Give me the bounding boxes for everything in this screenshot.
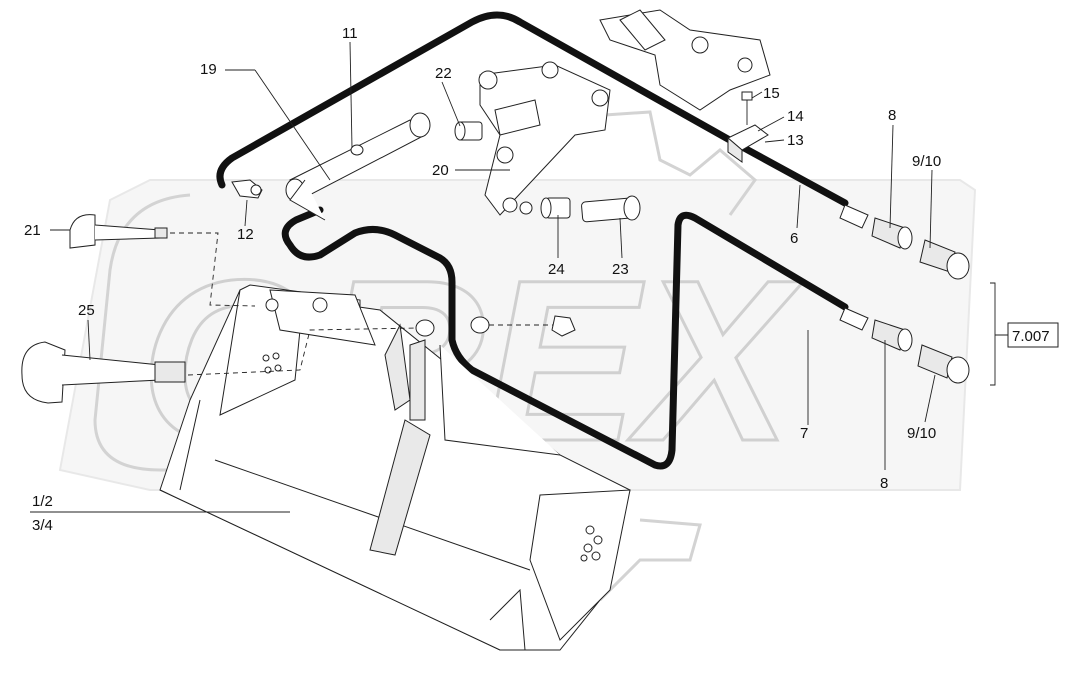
bushing-22 — [454, 121, 483, 141]
label-8-upper: 8 — [888, 107, 896, 124]
bucket — [159, 284, 631, 651]
part-labels: 19 11 22 20 12 21 25 24 23 15 14 13 8 9/… — [24, 25, 941, 534]
reference-box: 7.007 — [1007, 322, 1059, 348]
hose-6 — [216, 11, 849, 207]
label-23: 23 — [612, 261, 629, 278]
label-19: 19 — [200, 61, 217, 78]
label-15: 15 — [763, 85, 780, 102]
label-13: 13 — [787, 132, 804, 149]
label-25: 25 — [78, 302, 95, 319]
label-8-lower: 8 — [880, 475, 888, 492]
coupler-upper — [839, 204, 970, 280]
cylinder-pin-19 — [285, 112, 431, 221]
bolt-15 — [741, 91, 753, 125]
reference-label: 7.007 — [1012, 328, 1050, 345]
label-12: 12 — [237, 226, 254, 243]
pin-23 — [581, 195, 641, 223]
fitting-11 — [350, 144, 364, 156]
label-9-10-lower: 9/10 — [907, 425, 936, 442]
pin-21 — [69, 214, 168, 249]
pin-25 — [21, 341, 186, 404]
clamp-13-14 — [727, 124, 769, 163]
hose-7 — [281, 206, 849, 470]
label-9-10-upper: 9/10 — [912, 153, 941, 170]
fitting-12 — [231, 179, 263, 199]
label-22: 22 — [435, 65, 452, 82]
label-11: 11 — [342, 25, 358, 42]
quick-coupler — [599, 9, 771, 111]
label-14: 14 — [787, 108, 804, 125]
label-3-4: 3/4 — [32, 517, 53, 534]
label-1-2: 1/2 — [32, 493, 53, 510]
label-24: 24 — [548, 261, 565, 278]
label-21: 21 — [24, 222, 41, 239]
washers — [415, 315, 576, 337]
bushing-24 — [540, 197, 571, 219]
label-7: 7 — [800, 425, 808, 442]
leader-lines — [30, 41, 1008, 513]
bracket-20 — [478, 61, 611, 216]
label-6: 6 — [790, 230, 798, 247]
label-20: 20 — [432, 162, 449, 179]
coupler-lower — [839, 307, 970, 384]
